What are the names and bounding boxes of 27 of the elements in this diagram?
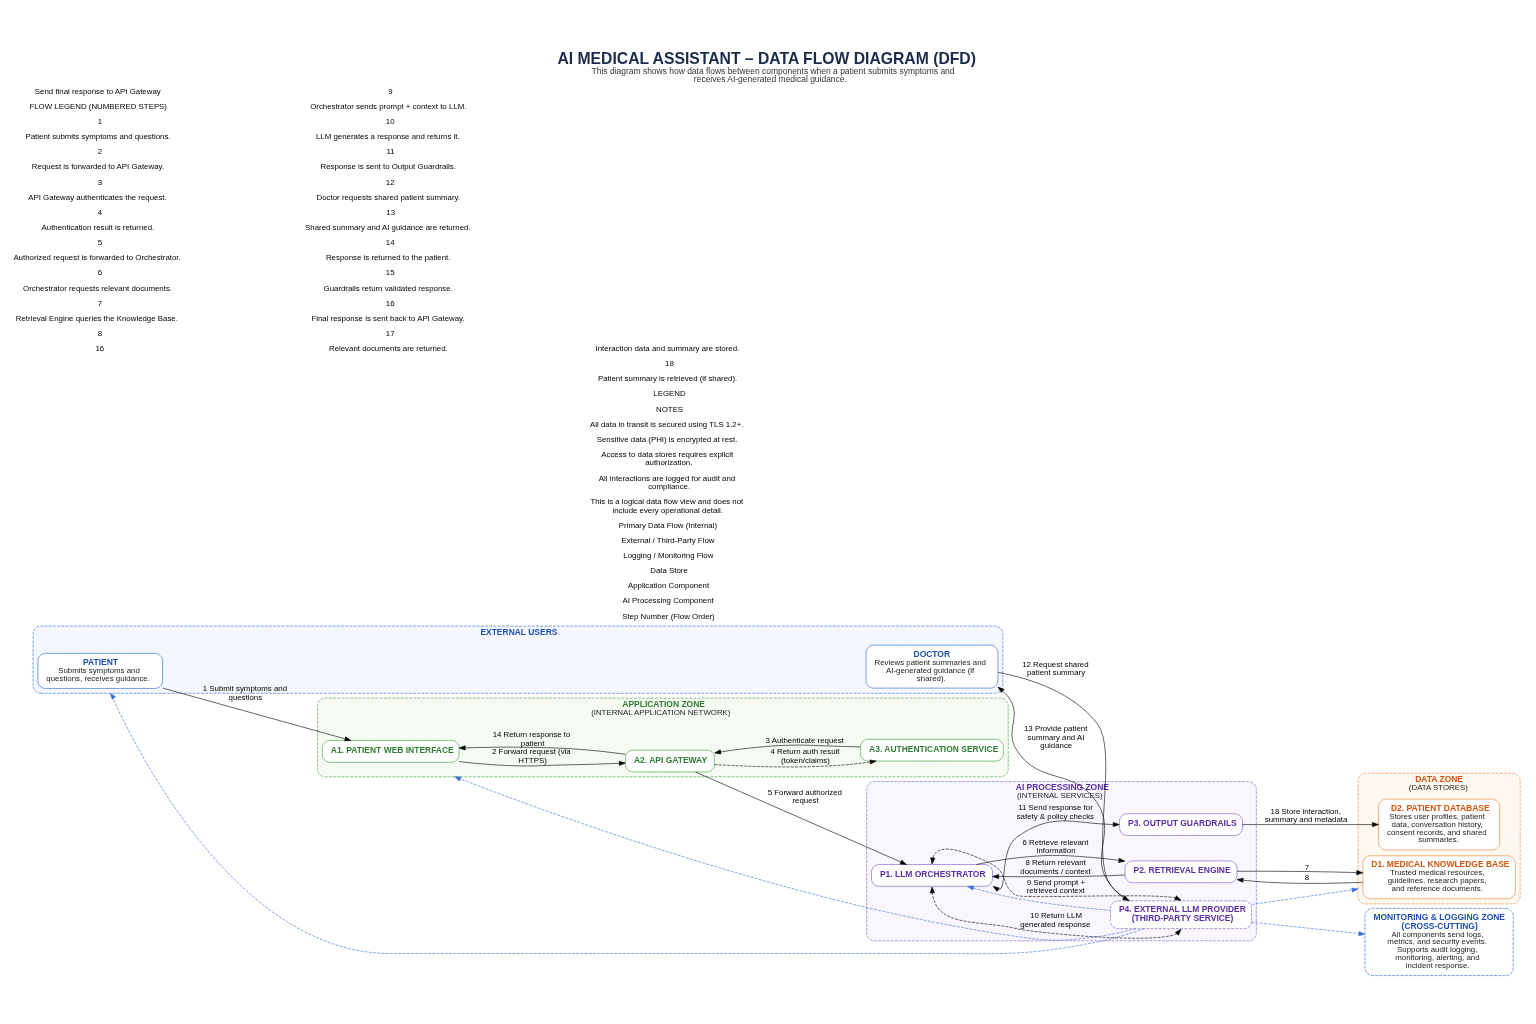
arrow: [458, 760, 626, 766]
node-box: P1. LLM ORCHESTRATOR: [871, 863, 993, 887]
arrow: [714, 744, 861, 754]
arrow: [992, 873, 1126, 879]
arrow: [992, 820, 1120, 892]
arrow: [454, 776, 1136, 940]
node-box: P2. RETRIEVAL ENGINE: [1124, 860, 1238, 883]
arrow: [1251, 921, 1366, 936]
arrow: [714, 759, 877, 767]
arrow: [458, 744, 626, 755]
diagram-title: AI MEDICAL ASSISTANT – DATA FLOW DIAGRAM (DFD): [557, 49, 976, 67]
node-box: P3. OUTPUT GUARDRAILS: [1119, 812, 1243, 836]
node-box: A2. API GATEWAY: [625, 749, 715, 772]
arrow: [1251, 887, 1359, 905]
arrow: [162, 687, 352, 741]
arrow: [695, 771, 907, 865]
arrow: [976, 854, 1126, 865]
node-box: A1. PATIENT WEB INTERFACE: [321, 739, 460, 763]
arrow: [109, 692, 1145, 954]
arrow: [967, 885, 1111, 911]
arrow: [1242, 821, 1379, 827]
arrow: [1236, 877, 1364, 884]
node-box: A3. AUTHENTICATION SERVICE: [860, 738, 1004, 761]
node-box: P4. EXTERNAL LLM PROVIDER (THIRD-PARTY SERVICE): [1110, 899, 1252, 929]
arrow: [929, 886, 1182, 938]
caption: This diagram shows how data flows between components when a patient submits symptoms and receives AI-generated medical guidance.: [591, 65, 955, 84]
arrow: [1236, 869, 1364, 875]
